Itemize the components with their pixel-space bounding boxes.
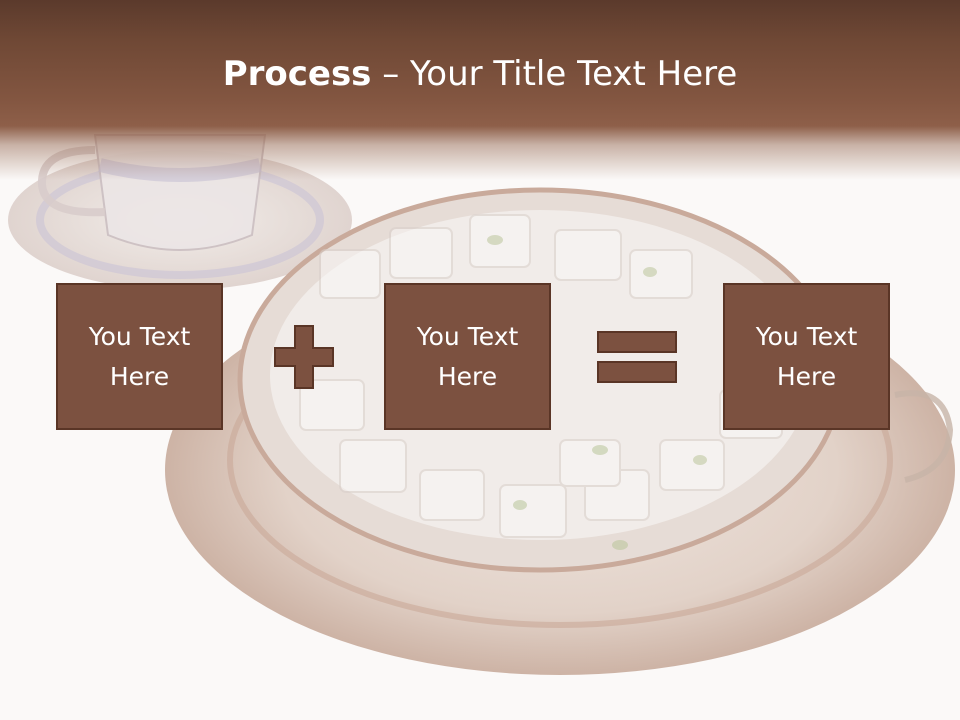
process-box-3-label: You Text Here [755, 321, 858, 391]
title-rest: – Your Title Text Here [371, 54, 738, 94]
process-box-1-label: You Text Here [88, 321, 191, 391]
process-box-2-label: You Text Here [416, 321, 519, 391]
slide-title: Process – Your Title Text Here [0, 50, 960, 98]
process-box-3: You Text Here [723, 283, 890, 430]
title-bold: Process [222, 54, 372, 94]
process-box-1: You Text Here [56, 283, 223, 430]
header-band [0, 0, 960, 180]
process-box-2: You Text Here [384, 283, 551, 430]
plus-icon [274, 325, 334, 389]
equals-icon [597, 331, 677, 383]
